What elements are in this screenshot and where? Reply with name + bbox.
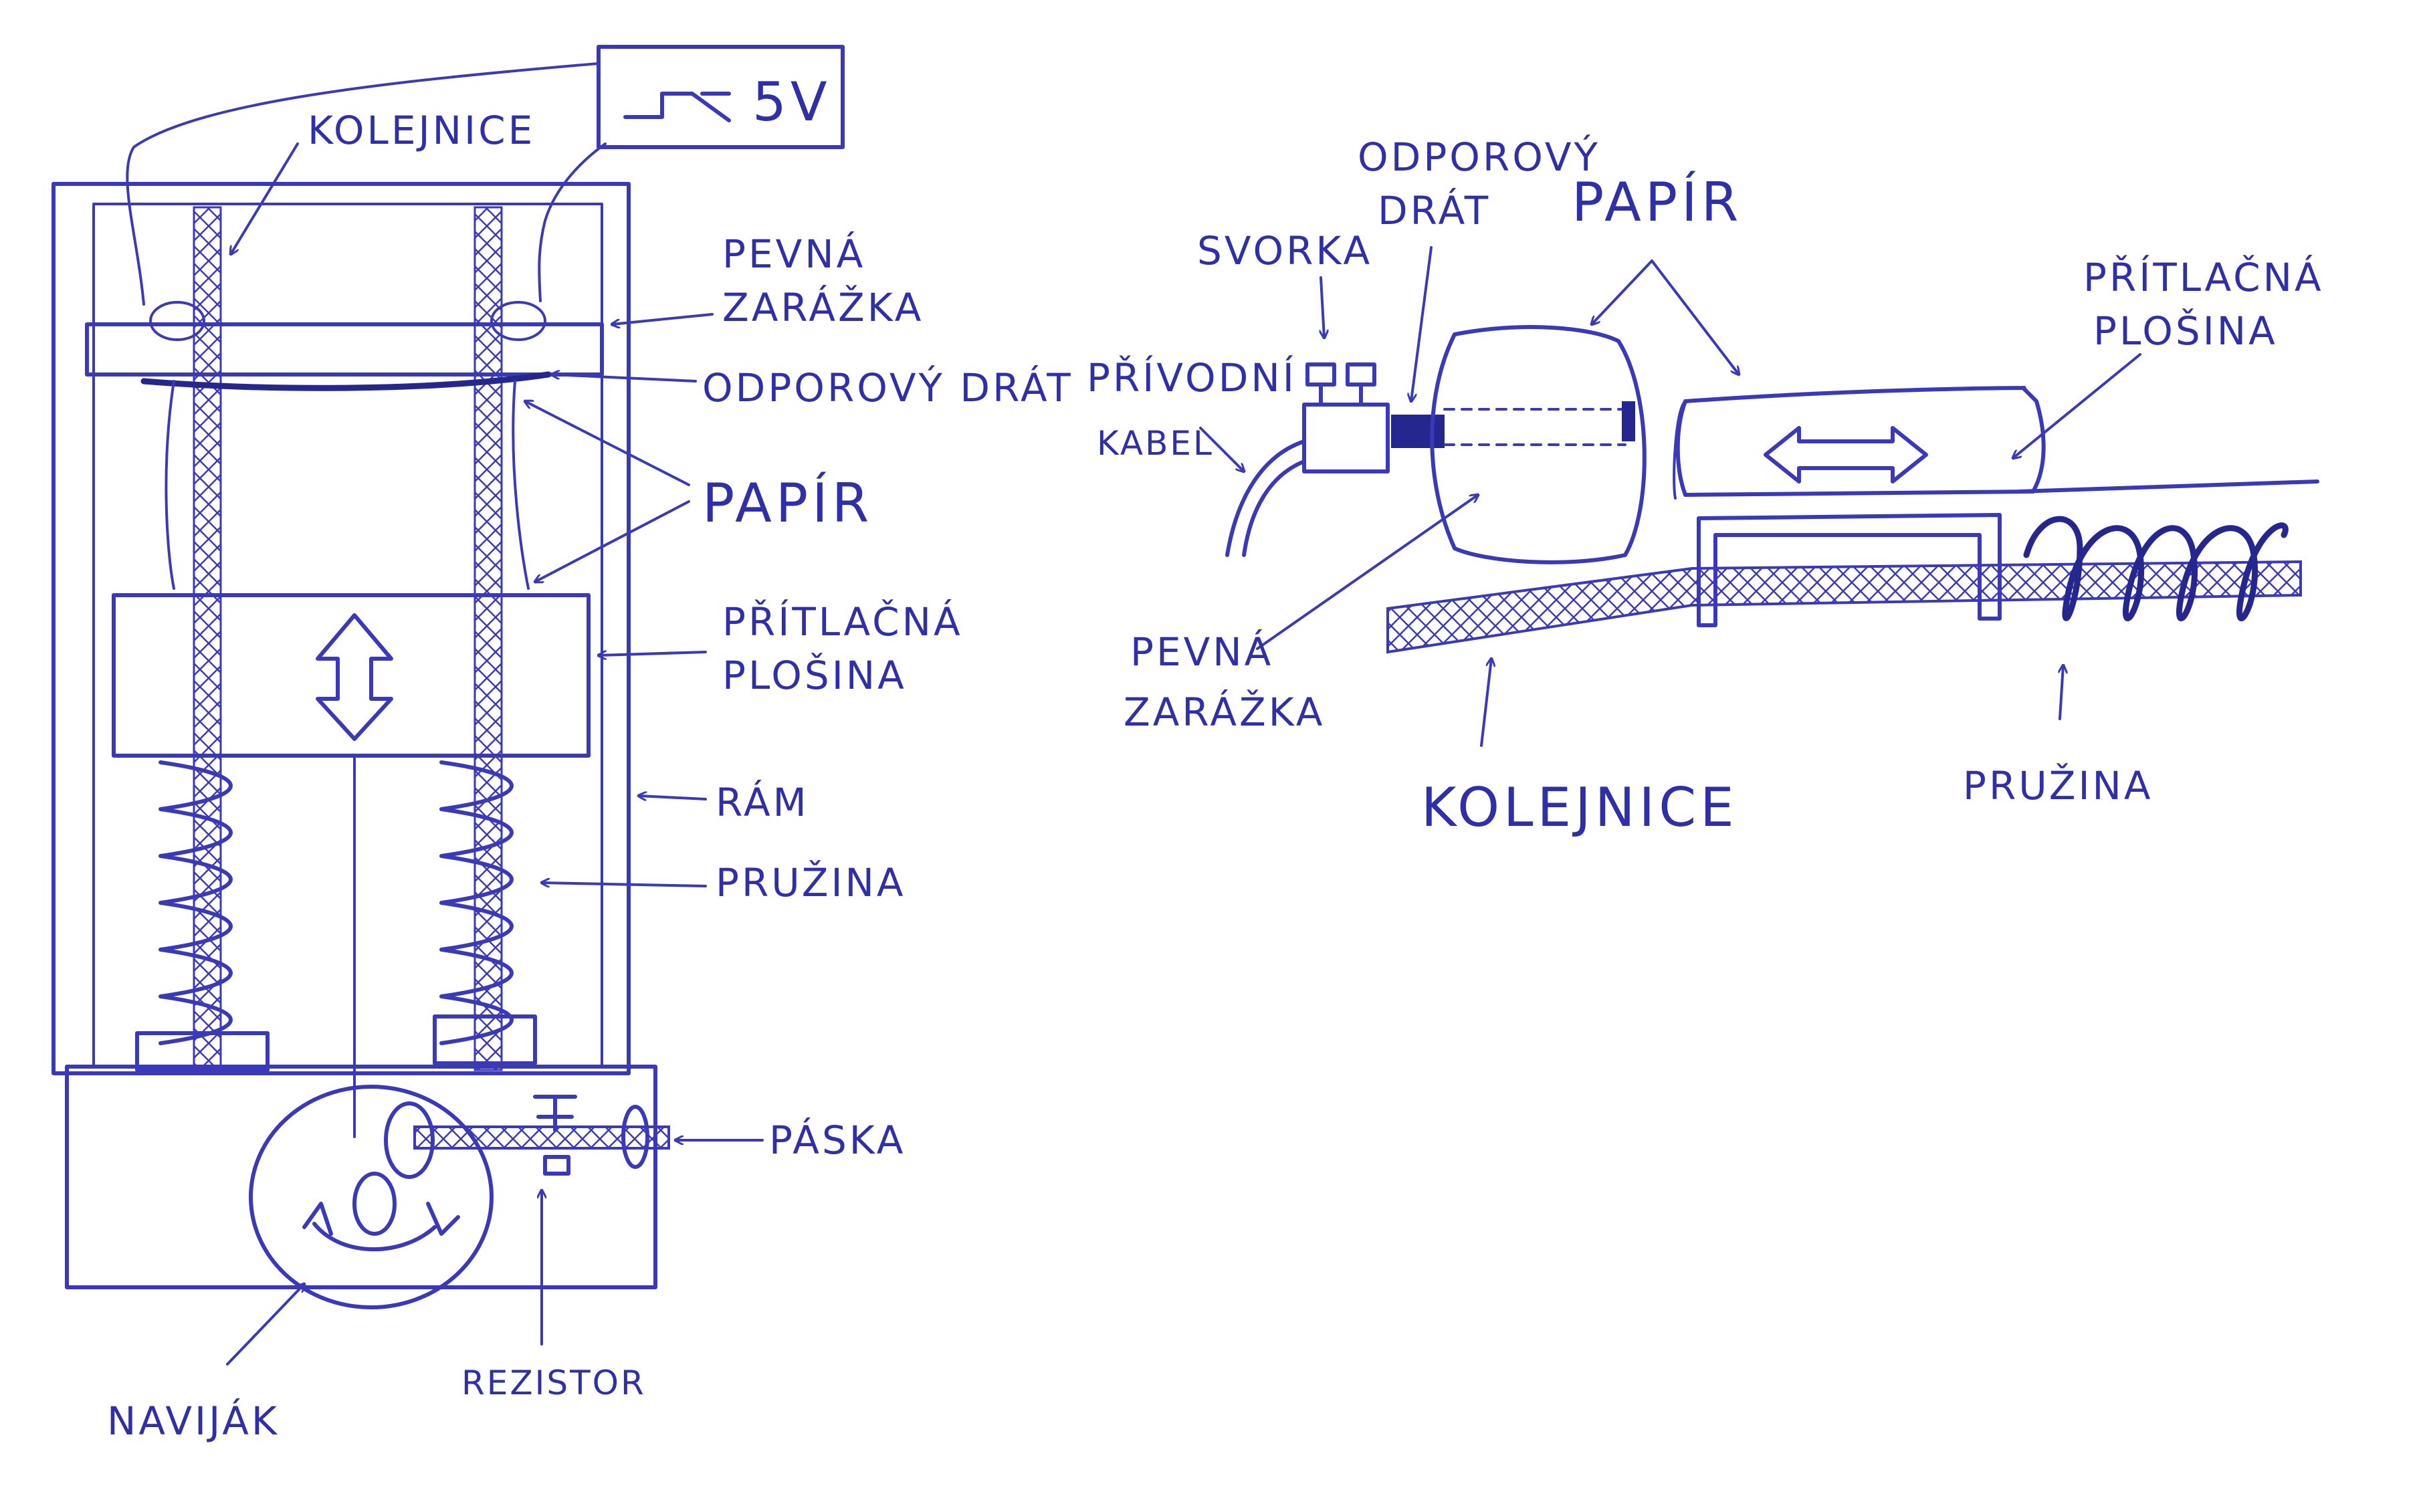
leader-spring	[542, 883, 707, 886]
leader-rail	[231, 142, 299, 254]
supply-cable	[1225, 439, 1306, 557]
voltage-switch-box	[597, 45, 845, 149]
label-fixed-stop-side-1: PEVNÁ	[1130, 629, 1273, 675]
tape-end-roller	[621, 1105, 649, 1169]
label-paper: PAPÍR	[702, 471, 873, 534]
leader-fixed-stop	[612, 313, 714, 324]
label-resistance-wire-side-2: DRÁT	[1378, 187, 1491, 233]
leader-winch	[226, 1284, 304, 1366]
label-fixed-stop-2: ZARÁŽKA	[722, 284, 924, 330]
label-fixed-stop-1: PEVNÁ	[722, 231, 865, 277]
label-resistance-wire: ODPOROVÝ DRÁT	[702, 364, 1073, 411]
label-clamp: SVORKA	[1197, 228, 1372, 274]
paper-loop-left	[149, 301, 205, 341]
label-pressure-plate-side-1: PŘÍTLAČNÁ	[2083, 254, 2324, 300]
fixed-stop-bar	[85, 322, 604, 376]
label-winch: NAVIJÁK	[107, 1398, 280, 1444]
label-supply-cable-1: PŘÍVODNÍ	[1087, 354, 1297, 401]
paper-strip-left	[165, 380, 175, 590]
pressure-plate	[112, 593, 591, 758]
label-rail: KOLEJNICE	[308, 108, 535, 153]
leader-fixed-stop-side	[1256, 495, 1478, 650]
resistor-contact	[533, 1095, 577, 1176]
label-pressure-plate-2: PLOŠINA	[722, 652, 907, 698]
tape-strip	[413, 1125, 670, 1150]
leader-rail-side	[1480, 659, 1491, 747]
winch	[249, 1085, 494, 1309]
leader-pressure-plate	[599, 652, 707, 655]
leader-clamp	[1321, 276, 1324, 338]
leader-pressure-plate-side	[2013, 353, 2141, 458]
label-resistor: REZISTOR	[461, 1364, 646, 1402]
supply-wire-right	[538, 142, 607, 302]
label-rail-side: KOLEJNICE	[1421, 776, 1738, 839]
right-view: SVORKA ODPOROVÝ DRÁT PAPÍR PŘÍTLAČNÁ PLO…	[1087, 134, 2324, 839]
label-spring-side: PRUŽINA	[1963, 762, 2153, 808]
frame-outline	[51, 182, 657, 1289]
resistance-wire	[140, 371, 552, 391]
pressure-plate-arrow	[316, 613, 393, 741]
label-pressure-plate-1: PŘÍTLAČNÁ	[722, 599, 963, 645]
label-pressure-plate-side-2: PLOŠINA	[2093, 308, 2278, 354]
rail-top-line	[2018, 479, 2319, 494]
leader-paper-a	[525, 401, 690, 486]
paper-strip-right	[512, 380, 530, 590]
spring-side	[2023, 516, 2289, 621]
spring-right	[433, 760, 537, 1065]
label-tape: PÁSKA	[769, 1117, 906, 1163]
spring-left	[135, 760, 270, 1072]
leader-paper-b	[535, 500, 690, 582]
pressure-plate-side	[1673, 386, 2046, 627]
resistance-wire-side	[1391, 415, 1445, 448]
label-spring: PRUŽINA	[716, 859, 906, 905]
label-supply-cable-2: KABEL	[1097, 424, 1214, 463]
label-fixed-stop-side-2: ZARÁŽKA	[1124, 689, 1325, 735]
rail-right	[473, 206, 503, 1071]
leader-paper-side-a	[1592, 259, 1653, 324]
leader-frame	[639, 796, 707, 799]
label-frame: RÁM	[716, 779, 809, 825]
label-paper-side: PAPÍR	[1572, 171, 1742, 233]
leader-spring-side	[2060, 665, 2063, 720]
supply-wire-left	[126, 62, 600, 306]
clamp	[1302, 362, 1390, 473]
leader-resistance-wire-side	[1411, 246, 1433, 401]
fixed-stop-drum	[1430, 325, 1647, 564]
rail-side	[1386, 560, 2302, 654]
leader-supply-cable	[1199, 427, 1244, 471]
label-resistance-wire-side-1: ODPOROVÝ	[1358, 134, 1600, 180]
voltage-label: 5V	[752, 71, 831, 133]
leader-resistance-wire	[552, 374, 697, 383]
left-view: 5V	[51, 45, 1073, 1444]
paper-loop-right	[490, 301, 546, 341]
leader-paper-side-b	[1651, 259, 1739, 374]
